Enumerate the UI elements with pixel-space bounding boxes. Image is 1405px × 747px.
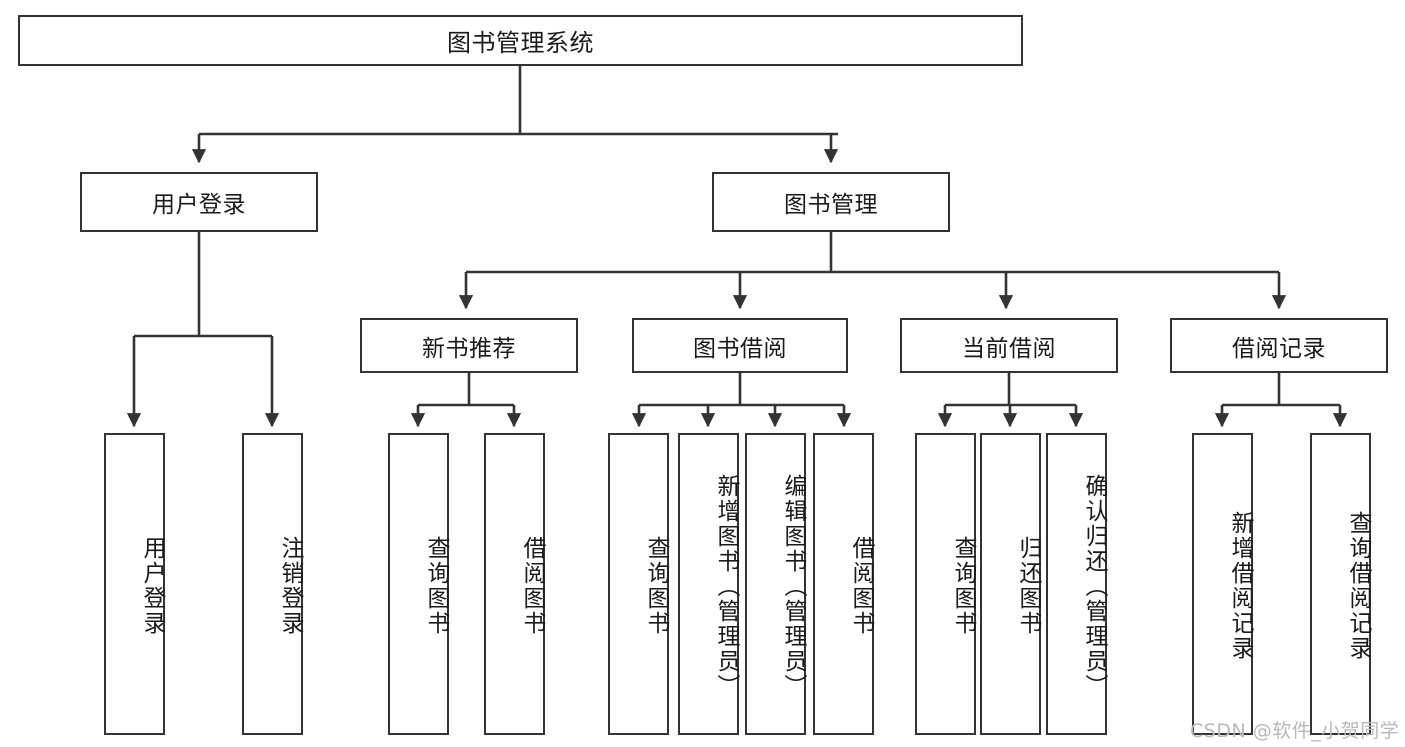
- node-label: 新增借阅记录: [1227, 511, 1253, 661]
- node-label: 新增图书（管理员）: [713, 473, 739, 699]
- node-leaf-add-record[interactable]: 新增借阅记录: [1192, 433, 1253, 735]
- node-label: 注销登录: [277, 536, 303, 636]
- node-borrow-record[interactable]: 借阅记录: [1170, 318, 1388, 373]
- node-leaf-user-login[interactable]: 用户登录: [104, 433, 165, 735]
- node-label: 借阅记录: [1232, 335, 1326, 362]
- node-leaf-query-book-3[interactable]: 查询图书: [915, 433, 976, 735]
- node-label: 借阅图书: [848, 536, 874, 636]
- node-book-borrow[interactable]: 图书借阅: [632, 318, 848, 373]
- node-label: 查询借阅记录: [1345, 511, 1371, 661]
- node-leaf-query-record[interactable]: 查询借阅记录: [1310, 433, 1371, 735]
- node-leaf-return-book[interactable]: 归还图书: [980, 433, 1041, 735]
- node-leaf-query-book-2[interactable]: 查询图书: [608, 433, 669, 735]
- node-label: 用户登录: [139, 536, 165, 636]
- node-label: 当前借阅: [962, 335, 1056, 362]
- node-label: 编辑图书（管理员）: [780, 473, 806, 699]
- node-label: 新书推荐: [422, 335, 516, 362]
- node-leaf-logout[interactable]: 注销登录: [242, 433, 303, 735]
- node-label: 归还图书: [1015, 536, 1041, 636]
- node-label: 查询图书: [950, 536, 976, 636]
- node-user-login[interactable]: 用户登录: [80, 172, 318, 232]
- node-leaf-add-book[interactable]: 新增图书（管理员）: [678, 433, 739, 735]
- node-leaf-borrow-book-2[interactable]: 借阅图书: [813, 433, 874, 735]
- node-label: 确认归还（管理员）: [1081, 473, 1107, 699]
- node-label: 查询图书: [423, 536, 449, 636]
- node-root-system[interactable]: 图书管理系统: [18, 15, 1023, 66]
- node-current-borrow[interactable]: 当前借阅: [900, 318, 1118, 373]
- watermark-text: CSDN @软件_小贺同学: [1190, 720, 1400, 742]
- node-label: 用户登录: [152, 192, 246, 218]
- node-leaf-edit-book[interactable]: 编辑图书（管理员）: [745, 433, 806, 735]
- node-label: 图书借阅: [693, 335, 787, 362]
- node-label: 查询图书: [643, 536, 669, 636]
- node-label: 图书管理系统: [447, 29, 594, 57]
- node-leaf-borrow-book-1[interactable]: 借阅图书: [484, 433, 545, 735]
- node-book-manage[interactable]: 图书管理: [712, 172, 950, 232]
- node-new-book-rec[interactable]: 新书推荐: [360, 318, 578, 373]
- node-leaf-confirm-return[interactable]: 确认归还（管理员）: [1046, 433, 1107, 735]
- node-label: 借阅图书: [519, 536, 545, 636]
- node-label: 图书管理: [784, 192, 878, 218]
- node-leaf-query-book-1[interactable]: 查询图书: [388, 433, 449, 735]
